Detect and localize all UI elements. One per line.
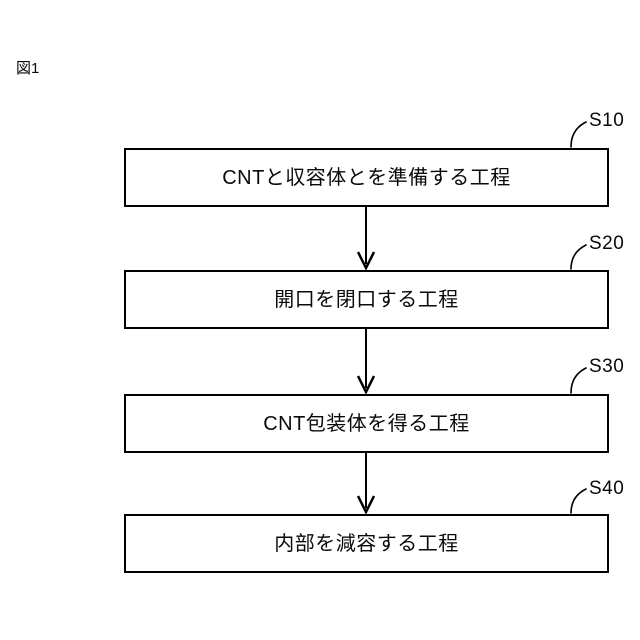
leader-line-s40 bbox=[570, 488, 587, 514]
figure-number-label: 図1 bbox=[16, 60, 40, 77]
flow-step-label-s10: CNTと収容体とを準備する工程 bbox=[222, 166, 511, 189]
flow-step-box-s20: 開口を閉口する工程 bbox=[124, 270, 609, 329]
flow-step-label-s40: 内部を減容する工程 bbox=[274, 532, 459, 555]
flow-step-box-s10: CNTと収容体とを準備する工程 bbox=[124, 148, 609, 207]
flow-step-box-s40: 内部を減容する工程 bbox=[124, 514, 609, 573]
flow-step-tag-s20: S20 bbox=[589, 233, 625, 254]
flow-step-box-s30: CNT包装体を得る工程 bbox=[124, 394, 609, 453]
flow-step-tag-s10: S10 bbox=[589, 110, 625, 131]
flow-step-tag-s30: S30 bbox=[589, 356, 625, 377]
flow-step-label-s30: CNT包装体を得る工程 bbox=[263, 412, 470, 435]
leader-line-s10 bbox=[570, 121, 587, 148]
flow-step-label-s20: 開口を閉口する工程 bbox=[274, 288, 459, 311]
connector-s20-s30 bbox=[356, 329, 376, 395]
connector-s10-s20 bbox=[356, 207, 376, 271]
connector-s30-s40 bbox=[356, 453, 376, 515]
flow-step-tag-s40: S40 bbox=[589, 478, 625, 499]
leader-line-s20 bbox=[570, 244, 587, 270]
leader-line-s30 bbox=[570, 367, 587, 394]
